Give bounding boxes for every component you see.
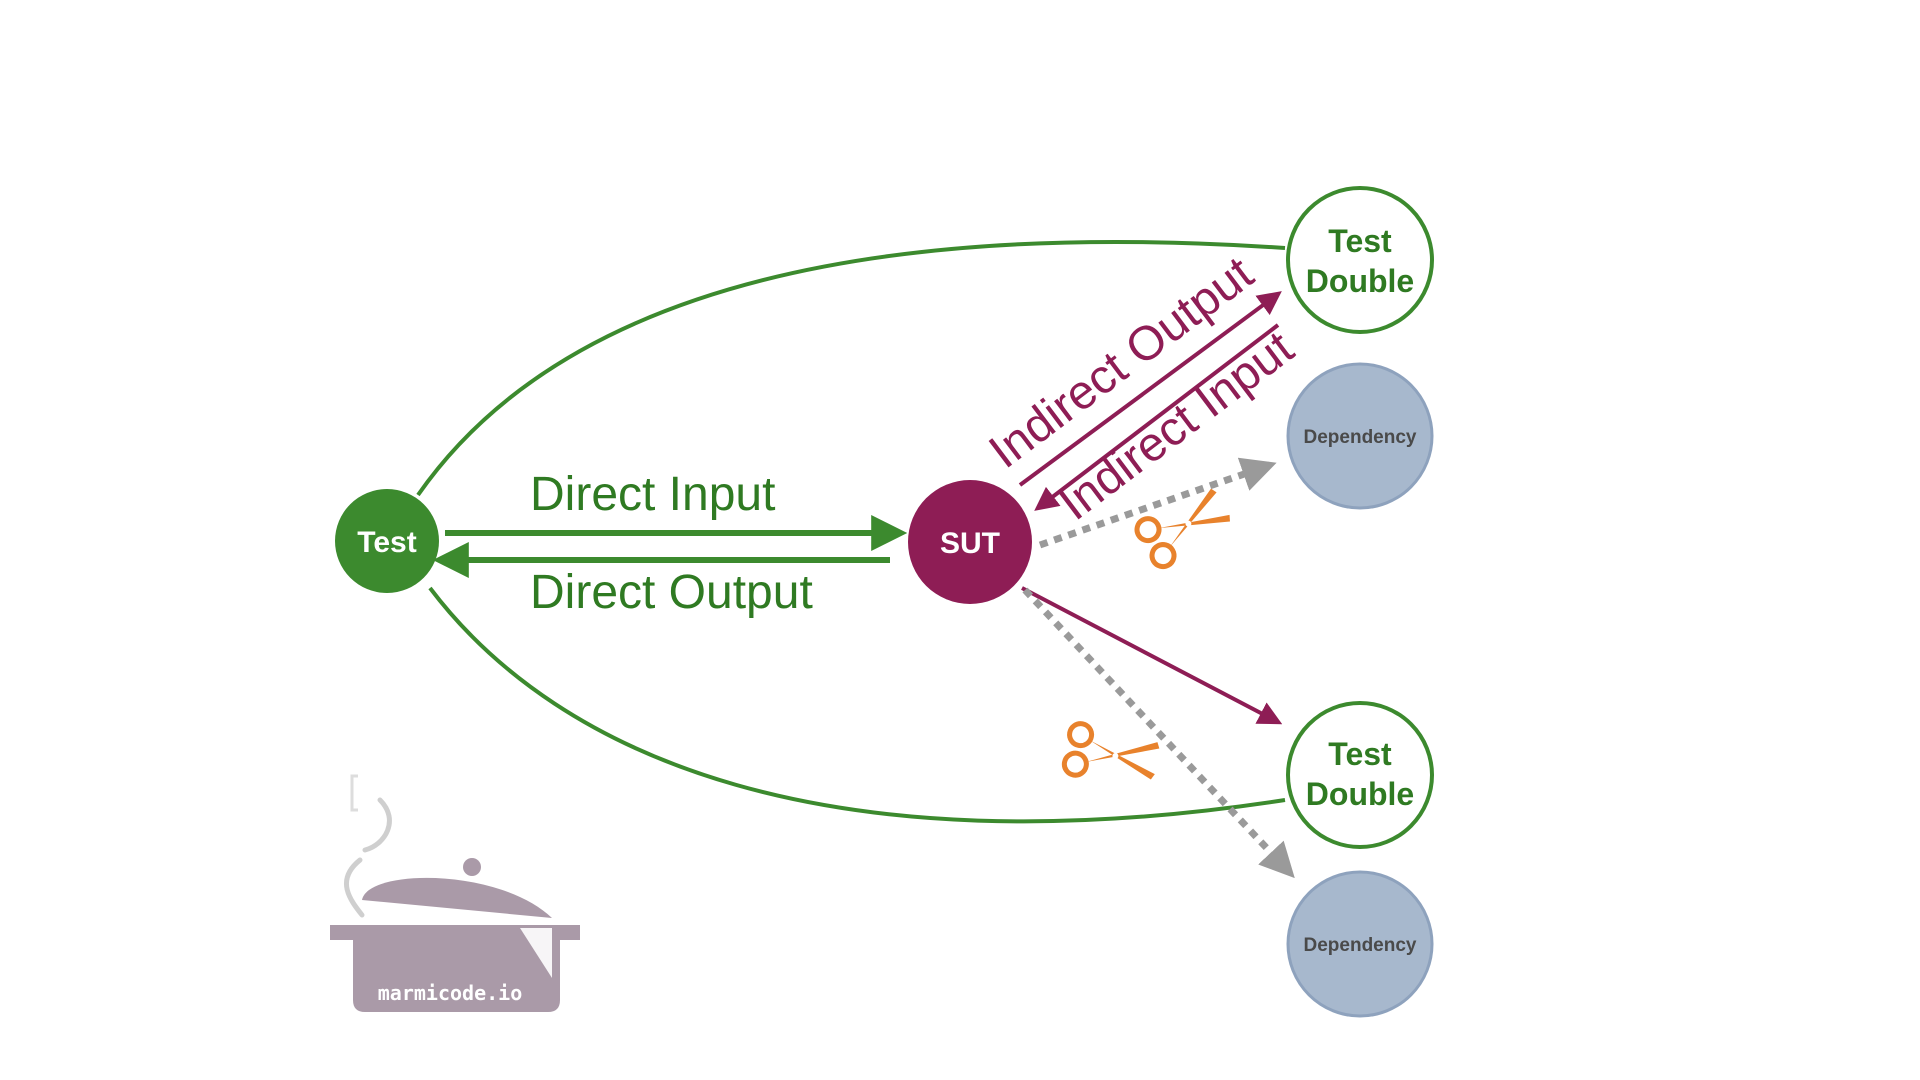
sut-node: SUT [908, 480, 1032, 604]
steam-icon [344, 857, 365, 918]
steam-icon [350, 774, 358, 812]
test-node: Test [335, 489, 439, 593]
scissors-icon [1134, 488, 1230, 570]
indirect-input-arrow [1034, 323, 1280, 511]
test-double-bottom-line2: Double [1306, 776, 1414, 812]
dependency-top-label: Dependency [1304, 427, 1417, 448]
sut-to-bottom-double-arrow [1021, 586, 1283, 725]
dependency-top-node: Dependency [1286, 362, 1434, 510]
logo-text: marmicode.io [378, 981, 523, 1005]
direct-input-label: Direct Input [530, 468, 775, 521]
test-double-top-node: Test Double [1286, 186, 1434, 334]
steam-icon [362, 797, 392, 853]
indirect-output-arrow [1018, 291, 1282, 487]
scissors-icon [1061, 721, 1160, 780]
curve-test-to-bottom-double [428, 586, 1286, 824]
curve-test-to-top-double [416, 239, 1286, 497]
cut-link-bottom-dependency [1022, 587, 1295, 879]
test-double-bottom-node: Test Double [1286, 701, 1434, 849]
marmicode-logo: marmicode.io [330, 774, 580, 1012]
test-double-top-line1: Test [1328, 223, 1392, 259]
dependency-bottom-node: Dependency [1286, 870, 1434, 1018]
sut-node-label: SUT [940, 527, 1000, 560]
dependency-bottom-label: Dependency [1304, 935, 1417, 956]
test-double-bottom-line1: Test [1328, 736, 1392, 772]
test-double-top-line2: Double [1306, 263, 1414, 299]
test-node-label: Test [357, 526, 416, 559]
cut-link-top-dependency [1038, 457, 1277, 549]
direct-output-label: Direct Output [530, 566, 813, 619]
